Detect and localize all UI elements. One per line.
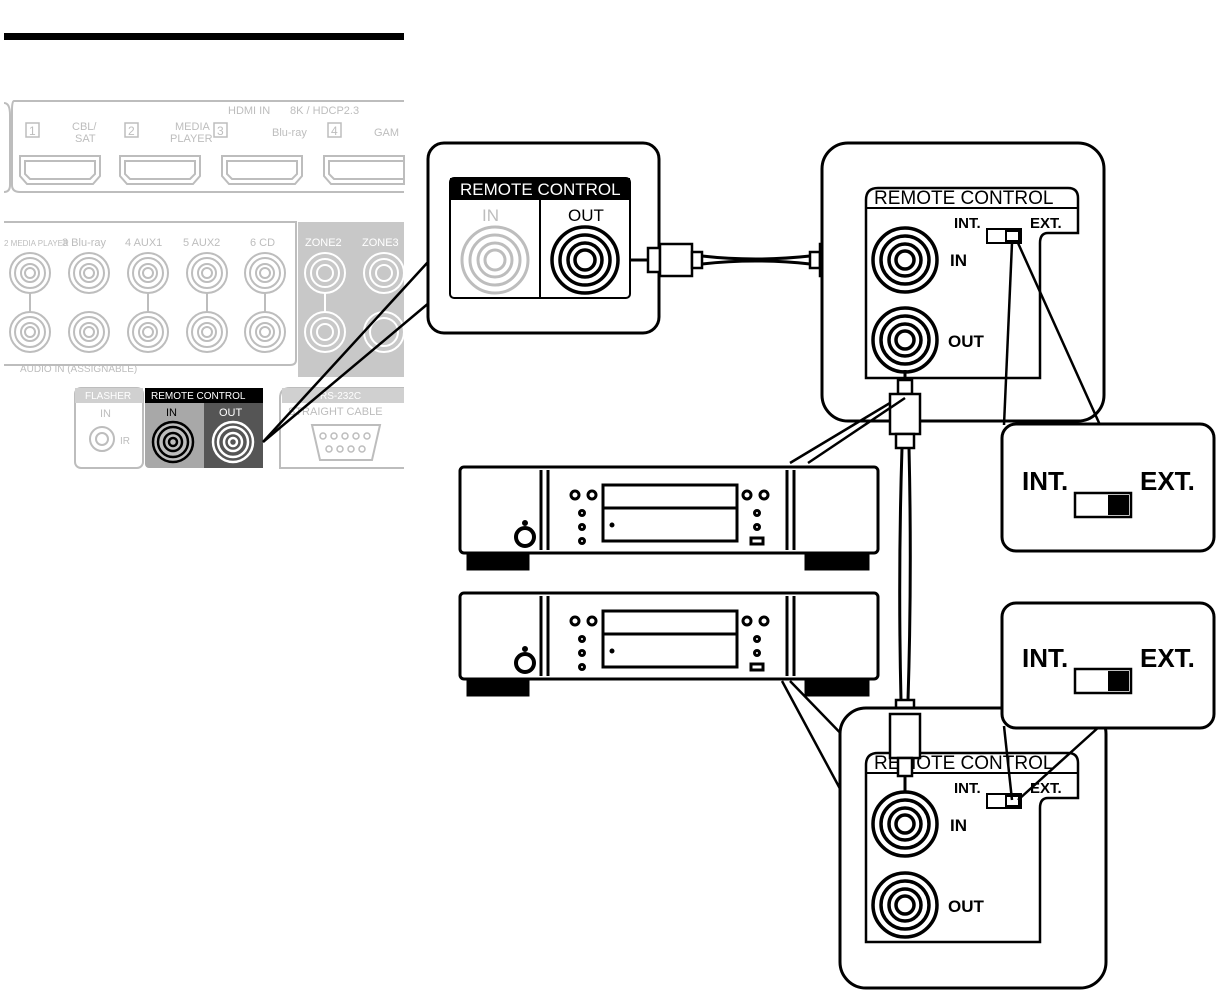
hdmi-port-name: PLAYER (170, 133, 213, 145)
hdmi-spec-label: 8K / HDCP2.3 (290, 105, 359, 117)
device-player-bottom (458, 591, 880, 697)
int-label: INT. (1022, 466, 1068, 496)
audio-in-label: AUDIO IN (ASSIGNABLE) (20, 364, 137, 375)
hdmi-port-name: SAT (75, 133, 96, 145)
audio-input-label: 3 Blu-ray (62, 237, 107, 249)
hdmi-port-name: Blu-ray (272, 127, 307, 139)
hdmi-port-number: 2 (128, 124, 135, 138)
int-label: INT. (954, 780, 981, 797)
flasher-label: FLASHER (85, 391, 131, 402)
zone-label: ZONE3 (362, 237, 399, 249)
ext-label: EXT. (1030, 215, 1062, 232)
hdmi-port-name: CBL/ (72, 121, 97, 133)
rs232-sub-label: STRAIGHT CABLE (288, 406, 383, 418)
device-remote-callout-bottom: REMOTE CONTROL INT. EXT. IN OUT (838, 706, 1108, 990)
int-label: INT. (954, 215, 981, 232)
device-player-top (458, 465, 880, 571)
rs232-label: RS-232C (320, 391, 361, 402)
switch-zoom-bottom: INT. EXT. (1000, 601, 1216, 730)
in-label: IN (950, 251, 967, 270)
zone-label: ZONE2 (305, 237, 342, 249)
callout-out-label: OUT (568, 206, 604, 225)
receiver-remote-callout: REMOTE CONTROL IN OUT (426, 141, 661, 335)
hdmi-in-label: HDMI IN (228, 105, 270, 117)
out-label: OUT (948, 332, 985, 351)
hdmi-port-name: GAM (374, 127, 399, 139)
flasher-ir-label: IR (120, 436, 130, 447)
hdmi-port-name: MEDIA (175, 121, 211, 133)
callout-title: REMOTE CONTROL (460, 180, 621, 199)
panel-remote-label: REMOTE CONTROL (151, 391, 246, 402)
hdmi-port-number: 1 (29, 124, 36, 138)
callout-in-label: IN (482, 206, 499, 225)
callout-title: REMOTE CONTROL (874, 188, 1053, 209)
ext-label: EXT. (1140, 643, 1195, 673)
audio-input-label: 4 AUX1 (125, 237, 162, 249)
in-label: IN (950, 816, 967, 835)
audio-input-label: 5 AUX2 (183, 237, 220, 249)
receiver-rear-panel: HDMI IN 8K / HDCP2.3 1 CBL/ SAT 2 MEDIA … (3, 100, 405, 469)
device-remote-callout-top: REMOTE CONTROL INT. EXT. IN OUT (820, 141, 1106, 423)
audio-input-label: 6 CD (250, 237, 275, 249)
hdmi-port-number: 4 (331, 124, 338, 138)
ext-label: EXT. (1030, 780, 1062, 797)
out-label: OUT (948, 897, 985, 916)
int-label: INT. (1022, 643, 1068, 673)
audio-input-label: 2 MEDIA PLAYER (4, 239, 69, 248)
flasher-in-label: IN (100, 408, 111, 420)
panel-remote-out-label: OUT (219, 407, 243, 419)
switch-zoom-top: INT. EXT. (1000, 422, 1216, 553)
hdmi-port-number: 3 (217, 124, 224, 138)
remote-cable-plug-bottom (888, 712, 922, 792)
panel-remote-in-label: IN (166, 407, 177, 419)
ext-label: EXT. (1140, 466, 1195, 496)
header-rule (4, 33, 404, 40)
